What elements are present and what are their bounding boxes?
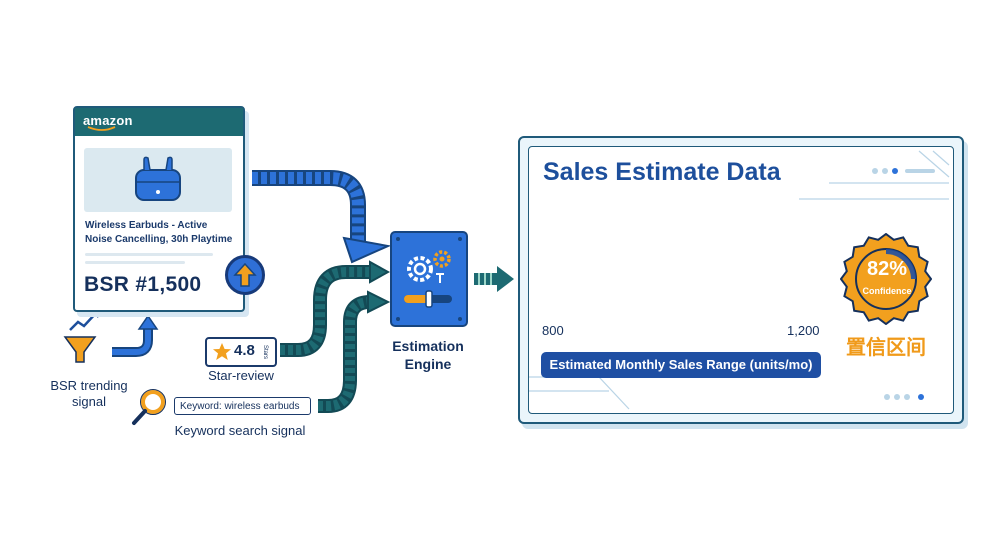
star-review-label: Star-review: [208, 368, 274, 383]
panel-title: Sales Estimate Data: [543, 158, 781, 186]
product-card: amazon Wireless Earbuds - Active Noise C…: [73, 106, 245, 312]
amazon-smile-icon: [87, 126, 116, 131]
gears-icon: [404, 250, 452, 308]
range-low-label: 800: [542, 323, 564, 338]
star-rating-value: 4.8: [234, 342, 255, 359]
earbuds-icon: [135, 156, 181, 201]
magnifier-icon: [132, 389, 166, 425]
card-header: amazon: [75, 108, 243, 136]
card-line: [85, 253, 213, 256]
star-icon: [213, 343, 231, 360]
bsr-up-badge: [225, 255, 265, 295]
amazon-logo: amazon: [83, 113, 133, 128]
confidence-badge: [840, 233, 932, 325]
product-image: [84, 148, 232, 212]
funnel-trend-icon: [63, 311, 100, 363]
keyword-box: Keyword: wireless earbuds: [174, 397, 311, 415]
star-rating-unit: Stars: [262, 345, 268, 360]
range-value: 800–1,200: [635, 263, 731, 285]
star-rating-box: 4.8 Stars: [205, 337, 277, 367]
estimation-engine: [390, 231, 468, 327]
confidence-label: Confidence: [862, 286, 912, 296]
range-high-label: 1,200: [787, 323, 820, 338]
up-arrow-icon: [233, 262, 257, 287]
confidence-interval-label: 置信区间: [846, 335, 926, 359]
bsr-rank: BSR #1,500: [84, 273, 202, 296]
arrow-product-to-engine: [252, 170, 366, 245]
estimate-caption: Estimated Monthly Sales Range (units/mo): [541, 352, 821, 378]
keyword-signal-label: Keyword search signal: [174, 423, 306, 438]
card-line: [85, 261, 185, 264]
product-title: Wireless Earbuds - Active Noise Cancelli…: [85, 220, 233, 245]
confidence-value: 82%: [866, 258, 908, 280]
